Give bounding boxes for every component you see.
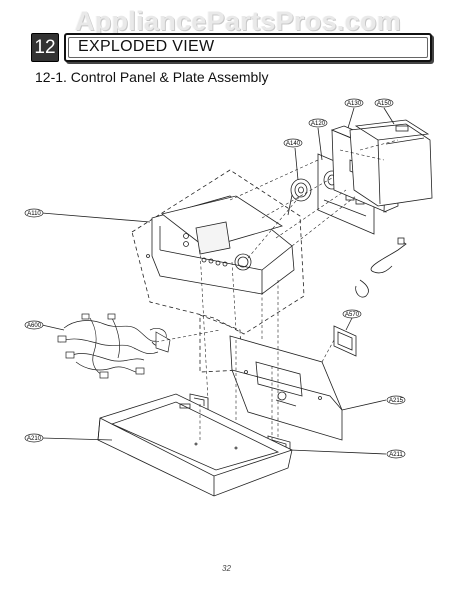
watermark-text: AppliancePartsPros.com (74, 6, 402, 36)
section-header: 12 EXPLODED VIEW (31, 33, 432, 62)
callout-label: A120 (311, 121, 326, 127)
callout-a140: A140 (283, 138, 303, 148)
callout-a600: A600 (24, 320, 44, 330)
small-harness-part (355, 237, 407, 298)
subsection-title: 12-1. Control Panel & Plate Assembly (35, 69, 269, 85)
callout-label: A570 (345, 312, 360, 318)
callout-a130: A130 (344, 98, 364, 108)
callout-a110: A110 (24, 208, 44, 218)
callout-label: A215 (389, 398, 404, 404)
callout-label: A211 (389, 452, 403, 458)
callout-label: A210 (27, 436, 42, 442)
main-harness-part (57, 313, 171, 379)
panel-assembly-outline (131, 169, 305, 335)
cabinet-assembly-outline (199, 314, 243, 373)
callout-label: A130 (347, 101, 362, 107)
section-title: EXPLODED VIEW (78, 38, 215, 55)
callout-a210: A210 (24, 433, 44, 443)
bracket-part (333, 325, 357, 357)
housing-part (349, 119, 433, 207)
back-plate-part (229, 335, 343, 441)
control-panel-part (146, 195, 295, 295)
page-number: 32 (222, 564, 231, 573)
callout-label: A140 (286, 141, 301, 147)
callout-a211: A211 (386, 449, 406, 459)
callout-label: A150 (377, 101, 392, 107)
callout-a120: A120 (308, 118, 328, 128)
callout-label: A600 (27, 323, 42, 329)
callout-a215: A215 (386, 395, 406, 405)
callout-a150: A150 (374, 98, 394, 108)
callout-a570: A570 (342, 309, 362, 319)
callout-label: A110 (27, 211, 41, 217)
section-number-badge: 12 (31, 33, 59, 62)
section-title-box: EXPLODED VIEW (64, 33, 432, 62)
